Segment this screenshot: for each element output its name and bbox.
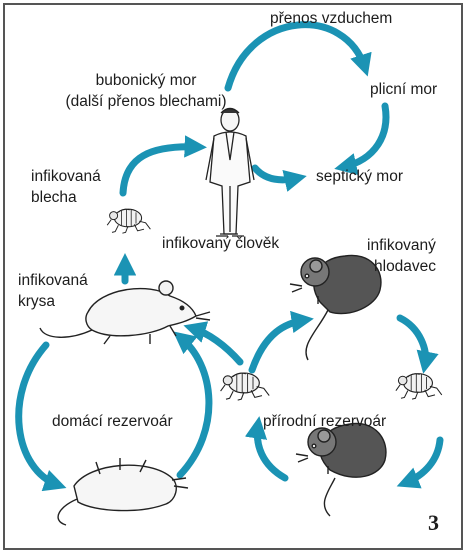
label-bubonic-plague: bubonický mor (48, 71, 244, 90)
arrow-human-to-septic (255, 168, 298, 180)
arrow-flea-to-rodent (252, 320, 305, 370)
arrow-rodent2-to-flea (257, 425, 285, 478)
rat-icon (40, 281, 210, 344)
flea-icon (396, 374, 442, 400)
figure-number: 3 (428, 510, 439, 536)
arrow-flea-to-human (123, 147, 198, 193)
rodent-icon (296, 423, 386, 516)
arrow-deadrat-to-rat (180, 337, 209, 475)
label-infected-rodent-1: infikovaný (367, 236, 436, 255)
label-bubonic-plague-note: (další přenos blechami) (48, 92, 244, 111)
label-infected-rat-2: krysa (18, 292, 55, 311)
human-figure-icon (206, 109, 254, 237)
label-septicemic-plague: septický mor (316, 167, 403, 186)
label-air-transmission: přenos vzduchem (270, 9, 392, 28)
flea-icon (107, 209, 150, 233)
flea-icon (221, 373, 270, 400)
dead-rat-icon (58, 458, 188, 525)
rodent-icon (290, 255, 381, 360)
arrow-flea-to-rodent2 (405, 440, 440, 483)
label-natural-reservoir: přírodní rezervoár (263, 412, 386, 431)
label-infected-flea-2: blecha (31, 188, 77, 207)
label-domestic-reservoir: domácí rezervoár (52, 412, 173, 431)
arrow-pneumonic-to-septic (343, 106, 386, 167)
arrow-rodent-to-flea (400, 318, 426, 365)
label-pneumonic-plague: plicní mor (370, 80, 437, 99)
arrow-bubonic-to-pneumonic (228, 25, 365, 88)
label-infected-rodent-2: hlodavec (374, 257, 436, 276)
label-infected-rat-1: infikovaná (18, 271, 88, 290)
label-infected-human: infikovaný člověk (162, 234, 279, 253)
label-infected-flea-1: infikovaná (31, 167, 101, 186)
